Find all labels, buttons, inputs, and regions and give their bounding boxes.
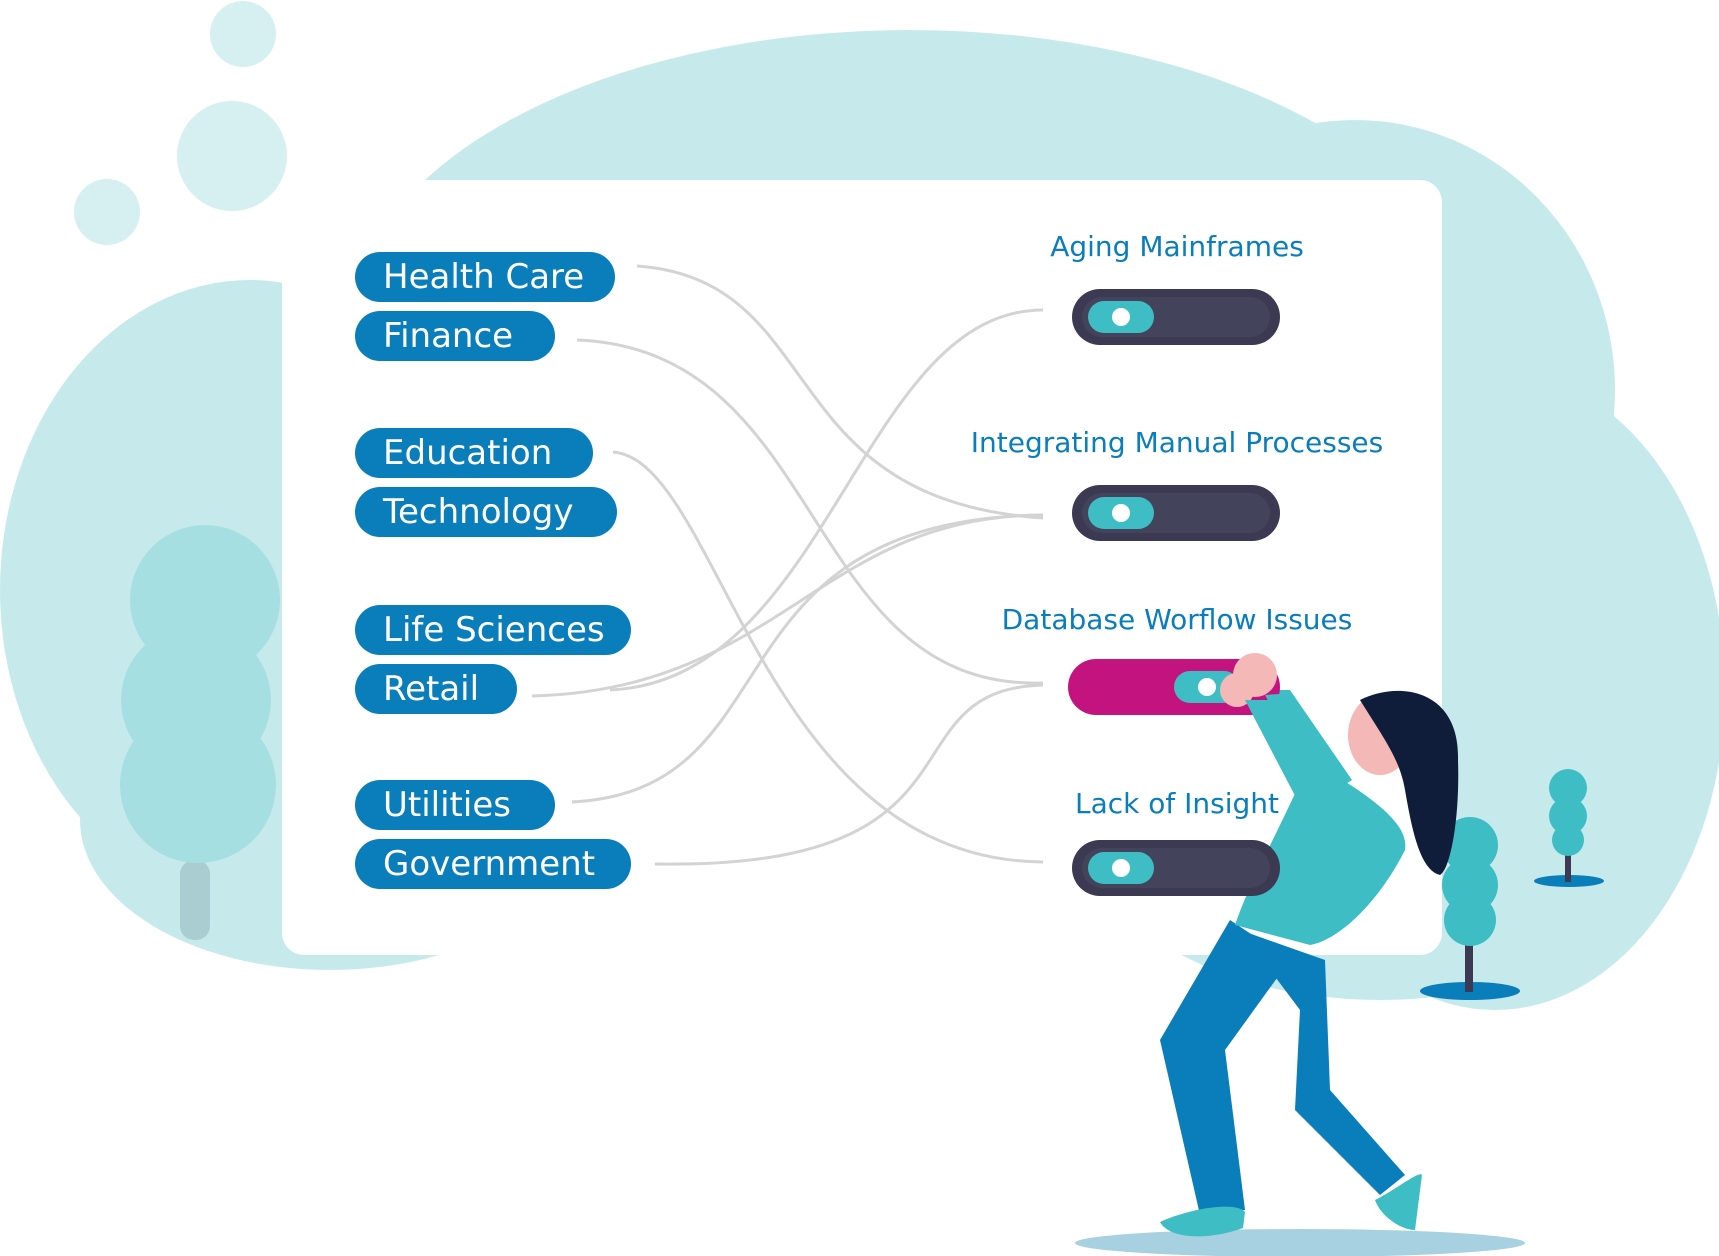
connector-utilities <box>571 513 1044 804</box>
bubble <box>210 1 276 67</box>
connector-life-sciences <box>609 308 1044 692</box>
content-panel <box>282 180 1442 955</box>
industry-pill-life-sciences[interactable]: Life Sciences <box>355 605 631 655</box>
industry-pill-government[interactable]: Government <box>355 839 631 889</box>
connector-health-care <box>636 264 1044 520</box>
toggle-aging-mainframes[interactable] <box>1072 289 1280 345</box>
tree-small-right <box>1534 769 1604 887</box>
toggle-knob <box>1088 301 1154 333</box>
toggle-integrating-manual-processes[interactable] <box>1072 485 1280 541</box>
toggle-database-worflow-issues[interactable] <box>1068 659 1280 715</box>
tree-left <box>120 525 280 940</box>
industry-pill-health-care[interactable]: Health Care <box>355 252 615 302</box>
bubble <box>177 101 287 211</box>
industry-pill-utilities[interactable]: Utilities <box>355 780 555 830</box>
bubble <box>74 179 140 245</box>
toggle-lack-of-insight[interactable] <box>1072 840 1280 896</box>
industry-pill-finance[interactable]: Finance <box>355 311 555 361</box>
tree-medium-right <box>1420 817 1520 1000</box>
person-shadow <box>1075 1229 1525 1256</box>
challenge-label-integrating-manual-processes: Integrating Manual Processes <box>970 426 1384 459</box>
industry-pill-education[interactable]: Education <box>355 428 593 478</box>
challenge-label-aging-mainframes: Aging Mainframes <box>1050 230 1304 263</box>
toggle-knob <box>1088 497 1154 529</box>
industry-pill-retail[interactable]: Retail <box>355 664 517 714</box>
toggle-knob <box>1174 671 1240 703</box>
connector-lines <box>531 264 1044 866</box>
person-figure <box>1160 655 1459 1237</box>
connector-government <box>654 683 1044 866</box>
connector-finance <box>576 338 1044 685</box>
connector-retail <box>531 513 1044 698</box>
industry-pill-technology[interactable]: Technology <box>355 487 617 537</box>
challenge-label-database-worflow-issues: Database Worflow Issues <box>1001 603 1353 636</box>
toggle-knob <box>1088 852 1154 884</box>
challenge-label-lack-of-insight: Lack of Insight <box>1074 787 1280 820</box>
